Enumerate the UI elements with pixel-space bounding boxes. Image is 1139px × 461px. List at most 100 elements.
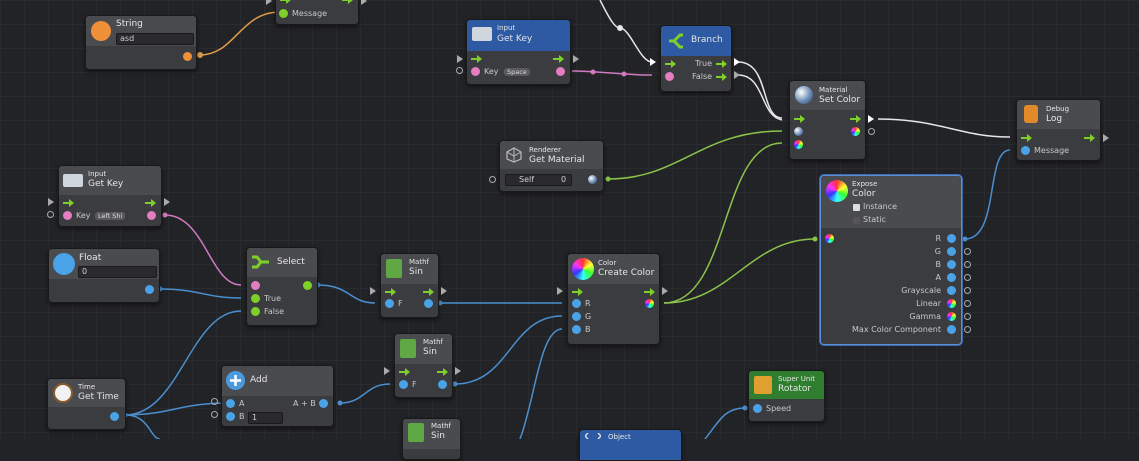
f-port[interactable] bbox=[385, 299, 394, 308]
mathf-sin-node-3[interactable]: Mathf Sin bbox=[402, 418, 461, 460]
false-flow-icon[interactable] bbox=[716, 73, 728, 81]
b-port[interactable] bbox=[226, 412, 235, 421]
string-value-field[interactable]: asd bbox=[116, 33, 194, 45]
true-port[interactable] bbox=[251, 294, 260, 303]
key-connector[interactable] bbox=[456, 67, 463, 74]
flow-out-connector[interactable] bbox=[1103, 134, 1109, 142]
string-node[interactable]: String asd bbox=[85, 15, 197, 70]
flow-out-connector[interactable] bbox=[455, 367, 461, 375]
output-port[interactable] bbox=[303, 281, 312, 290]
flow-out-icon[interactable] bbox=[342, 0, 354, 4]
flow-out-icon[interactable] bbox=[644, 288, 656, 296]
flow-in-icon[interactable] bbox=[794, 115, 806, 123]
input-get-key-left-node[interactable]: Input Get Key Key Left Shi bbox=[58, 165, 162, 227]
true-flow-icon[interactable] bbox=[716, 60, 728, 68]
node-header[interactable] bbox=[500, 141, 603, 169]
color-input-port[interactable] bbox=[794, 140, 803, 149]
key-port[interactable] bbox=[63, 211, 72, 220]
flow-in-icon[interactable] bbox=[471, 55, 483, 63]
output-port[interactable] bbox=[145, 285, 154, 294]
super-unit-node[interactable]: Super Unit Rotator Speed bbox=[748, 370, 825, 422]
key-port[interactable] bbox=[471, 67, 480, 76]
set-color-node[interactable]: Material Set Color bbox=[789, 80, 866, 160]
r-output-port[interactable] bbox=[947, 234, 956, 243]
flow-out-connector[interactable] bbox=[662, 287, 668, 295]
flow-in-connector[interactable] bbox=[650, 58, 656, 66]
max-connector[interactable] bbox=[964, 326, 971, 333]
create-color-node[interactable]: Color Create Color R G B bbox=[567, 253, 660, 345]
flow-in-connector[interactable] bbox=[557, 287, 563, 295]
linear-connector[interactable] bbox=[964, 300, 971, 307]
instance-checkbox[interactable] bbox=[853, 204, 860, 211]
grayscale-connector[interactable] bbox=[964, 287, 971, 294]
b-connector[interactable] bbox=[211, 411, 218, 418]
condition-port[interactable] bbox=[665, 72, 674, 81]
b-connector[interactable] bbox=[964, 261, 971, 268]
gamma-connector[interactable] bbox=[964, 313, 971, 320]
flow-in-connector[interactable] bbox=[457, 55, 463, 63]
flow-in-connector[interactable] bbox=[384, 367, 390, 375]
gamma-output-port[interactable] bbox=[947, 312, 956, 321]
flow-in-icon[interactable] bbox=[385, 288, 397, 296]
linear-output-port[interactable] bbox=[947, 299, 956, 308]
false-connector[interactable] bbox=[734, 71, 740, 79]
flow-in-icon[interactable] bbox=[665, 60, 677, 68]
mathf-sin-node-2[interactable]: Mathf Sin F bbox=[394, 333, 453, 398]
output-port[interactable] bbox=[556, 67, 565, 76]
g-connector[interactable] bbox=[964, 248, 971, 255]
b-value-field[interactable]: 1 bbox=[248, 412, 283, 424]
flow-in-connector[interactable] bbox=[370, 287, 376, 295]
a-port[interactable] bbox=[226, 399, 235, 408]
flow-out-icon[interactable] bbox=[850, 115, 862, 123]
flow-in-icon[interactable] bbox=[572, 288, 584, 296]
flow-out-connector[interactable] bbox=[361, 0, 367, 5]
g-output-port[interactable] bbox=[947, 247, 956, 256]
flow-out-icon[interactable] bbox=[1084, 134, 1096, 142]
key-connector[interactable] bbox=[47, 211, 54, 218]
r-port[interactable] bbox=[572, 299, 581, 308]
output-port[interactable] bbox=[183, 52, 192, 61]
mathf-sin-node[interactable]: Mathf Sin F bbox=[380, 253, 439, 318]
a-output-port[interactable] bbox=[947, 273, 956, 282]
key-value-pill[interactable]: Left Shi bbox=[95, 212, 126, 220]
float-value-field[interactable]: 0 bbox=[78, 266, 157, 278]
b-output-port[interactable] bbox=[947, 260, 956, 269]
output-port[interactable] bbox=[147, 211, 156, 220]
node-header[interactable] bbox=[247, 248, 317, 277]
max-output-port[interactable] bbox=[947, 325, 956, 334]
object-node[interactable]: Object bbox=[579, 429, 682, 461]
material-output-port[interactable] bbox=[588, 175, 597, 184]
flow-in-icon[interactable] bbox=[280, 0, 292, 4]
self-connector[interactable] bbox=[489, 176, 496, 183]
static-checkbox[interactable] bbox=[853, 217, 860, 224]
flow-out-connector[interactable] bbox=[868, 115, 874, 123]
g-port[interactable] bbox=[572, 312, 581, 321]
flow-in-connector[interactable] bbox=[266, 0, 272, 5]
output-port[interactable] bbox=[110, 412, 119, 421]
flow-out-connector[interactable] bbox=[164, 198, 170, 206]
flow-in-connector[interactable] bbox=[48, 198, 54, 206]
true-connector[interactable] bbox=[734, 58, 740, 66]
flow-out-icon[interactable] bbox=[145, 199, 157, 207]
float-node[interactable]: Float 0 bbox=[48, 248, 160, 303]
select-node[interactable]: Select True False bbox=[246, 247, 318, 326]
a-connector[interactable] bbox=[964, 274, 971, 281]
speed-port[interactable] bbox=[753, 404, 762, 413]
add-node[interactable]: Add A A + B B 1 bbox=[221, 365, 334, 427]
flow-out-connector[interactable] bbox=[573, 55, 579, 63]
color-output-port[interactable] bbox=[645, 299, 654, 308]
message-port[interactable] bbox=[279, 9, 288, 18]
grayscale-output-port[interactable] bbox=[947, 286, 956, 295]
flow-in-icon[interactable] bbox=[1021, 134, 1033, 142]
debug-log-node[interactable]: Debug Log Message bbox=[1016, 99, 1101, 161]
color-input-port[interactable] bbox=[825, 234, 834, 243]
output-port[interactable] bbox=[438, 380, 447, 389]
f-port[interactable] bbox=[399, 380, 408, 389]
flow-out-icon[interactable] bbox=[423, 288, 435, 296]
flow-in-icon[interactable] bbox=[63, 199, 75, 207]
message-port[interactable] bbox=[1021, 146, 1030, 155]
false-port[interactable] bbox=[251, 307, 260, 316]
flow-in-icon[interactable] bbox=[399, 368, 411, 376]
